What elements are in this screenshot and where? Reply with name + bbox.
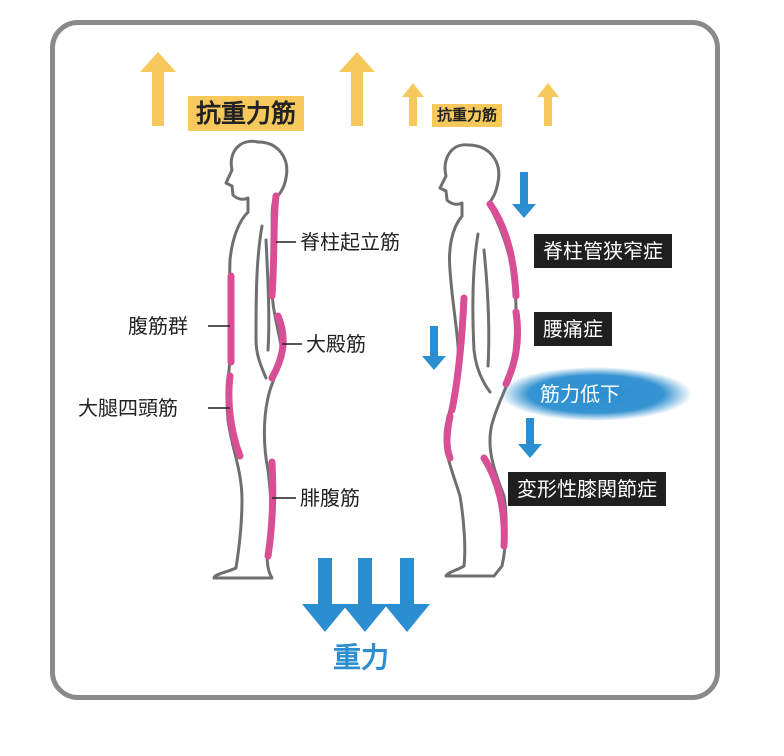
muscle-calf-left <box>264 458 277 560</box>
label-gluteus: 大殿筋 <box>306 332 366 356</box>
label-abdominal: 腹筋群 <box>128 314 188 338</box>
left-head-back <box>256 140 289 202</box>
up-arrow-icon <box>537 83 559 126</box>
up-arrows <box>140 52 559 126</box>
down-arrow-icon <box>422 326 446 370</box>
muscle-gluteus-left <box>268 312 287 382</box>
left-arm <box>254 224 268 380</box>
down-arrow-icon <box>518 418 542 458</box>
label-calf: 腓腹筋 <box>300 486 360 510</box>
condition-lumbago: 腰痛症 <box>534 312 612 346</box>
up-arrow-icon <box>402 83 424 126</box>
muscle-quadriceps-right <box>443 412 454 462</box>
muscle-spine-left <box>268 192 280 300</box>
condition-knee: 変形性膝関節症 <box>508 472 666 506</box>
small-down-arrows <box>422 172 542 458</box>
right-arm-inner <box>482 248 491 368</box>
down-arrow-icon <box>512 172 536 218</box>
left-head <box>224 139 260 214</box>
condition-stenosis: 脊柱管狭窄症 <box>534 234 672 268</box>
right-head <box>438 143 470 218</box>
left-body-front <box>212 210 264 580</box>
left-leaders <box>208 241 302 499</box>
condition-weakness: 筋力低下 <box>540 382 620 406</box>
down-arrow-icon <box>342 558 388 632</box>
gravity-arrows <box>302 558 430 632</box>
right-arm <box>471 232 492 394</box>
weakness-ellipse <box>500 367 692 421</box>
muscle-quadriceps-left <box>225 372 244 460</box>
up-arrow-icon <box>140 52 176 126</box>
muscle-abdominal-right <box>448 294 468 414</box>
right-head-back <box>466 143 501 206</box>
gravity-label: 重力 <box>333 641 390 674</box>
up-arrow-icon <box>339 52 375 126</box>
left-title: 抗重力筋 <box>188 96 305 131</box>
right-muscles <box>443 200 522 550</box>
left-muscles <box>225 192 287 560</box>
down-arrow-icon <box>384 558 430 632</box>
muscle-gluteus-right <box>502 308 522 388</box>
right-title: 抗重力筋 <box>432 104 503 127</box>
down-arrow-icon <box>302 558 348 632</box>
label-spine: 脊柱起立筋 <box>300 230 400 254</box>
left-arm-inner <box>264 238 271 352</box>
muscle-spine-right <box>486 200 520 300</box>
diagram-frame <box>50 20 720 700</box>
muscle-calf-right <box>480 454 508 550</box>
label-quadriceps: 大腿四頭筋 <box>78 396 178 420</box>
